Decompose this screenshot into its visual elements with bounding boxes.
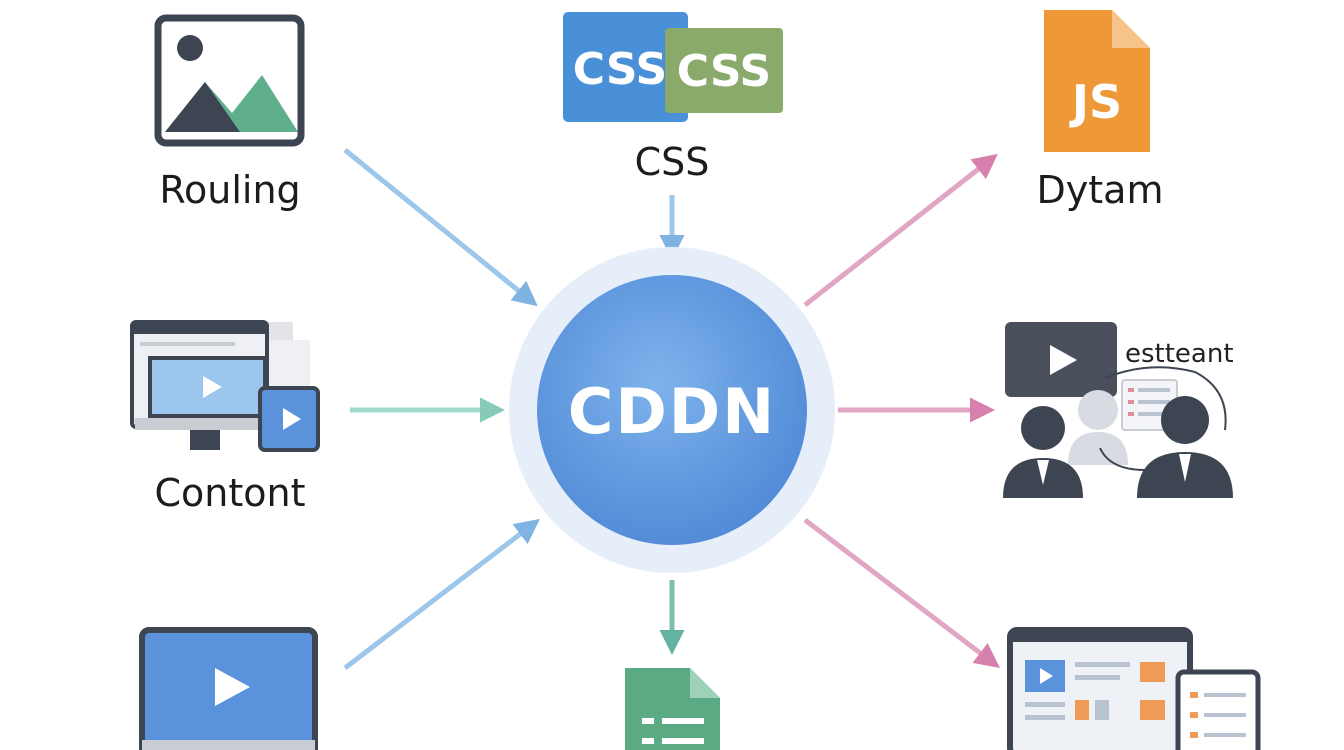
hub-circle	[537, 275, 807, 545]
arrow-hub-to-dynamic	[803, 153, 998, 307]
cdn-hub: CDDN	[509, 247, 835, 573]
content-label: Contont	[154, 471, 306, 515]
dynamic-label: Dytam	[1036, 168, 1164, 212]
webpage-devices-icon	[1007, 627, 1261, 750]
image-icon	[154, 14, 305, 147]
assistant-label: estteant	[1125, 339, 1234, 369]
document-icon	[625, 668, 720, 750]
css-badge-back-label: CSS	[573, 44, 668, 95]
assistant-people-icon: estteant	[1003, 322, 1234, 498]
video-monitor-icon	[139, 627, 318, 750]
arrows	[343, 148, 1000, 670]
css-badges-icon: CSS CSS	[563, 12, 783, 122]
arrow-video-to-hub	[343, 518, 540, 670]
content-devices-icon	[130, 320, 320, 452]
css-badge-front-label: CSS	[677, 46, 772, 97]
css-label: CSS	[634, 140, 710, 184]
hub-label: CDDN	[568, 375, 776, 448]
arrow-hub-to-webpage	[803, 518, 1000, 669]
js-file-icon: JS	[1044, 10, 1150, 152]
arrow-routing-to-hub	[343, 148, 538, 307]
js-badge-label: JS	[1069, 75, 1122, 129]
routing-label: Rouling	[159, 168, 301, 212]
